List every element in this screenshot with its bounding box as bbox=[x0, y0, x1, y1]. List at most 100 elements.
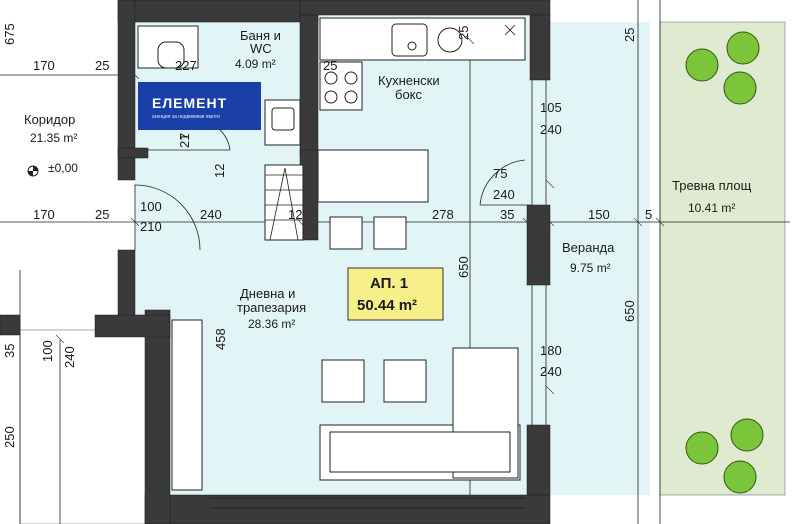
kitchen-name-2: бокс bbox=[395, 87, 423, 102]
wall-right-low bbox=[526, 424, 551, 496]
dining-chair-2 bbox=[383, 359, 427, 403]
tv-unit bbox=[171, 319, 203, 491]
washbasin bbox=[271, 107, 295, 131]
dim-150: 150 bbox=[588, 207, 610, 222]
dim-35-mid: 35 bbox=[500, 207, 514, 222]
tree-6 bbox=[723, 460, 757, 494]
living-furniture bbox=[171, 319, 521, 491]
wall-corridor-left bbox=[0, 314, 21, 336]
hob-3 bbox=[324, 90, 338, 104]
living-name-2: трапезария bbox=[237, 300, 306, 315]
living-name-1: Дневна и bbox=[240, 286, 295, 301]
windows bbox=[210, 80, 547, 509]
dim-170-mid: 170 bbox=[33, 207, 55, 222]
dimension-ticks bbox=[55, 35, 665, 395]
dim-25-dish: 25 bbox=[456, 26, 471, 40]
logo-name: ЕЛЕМЕНТ bbox=[152, 95, 227, 111]
sofa-seat bbox=[329, 431, 511, 473]
veranda-area: 9.75 m² bbox=[570, 261, 611, 275]
wall-kitchen-right bbox=[529, 14, 551, 81]
wall-left-bottom bbox=[144, 309, 171, 524]
bar-stool-2 bbox=[373, 216, 407, 250]
wall-left-upper bbox=[117, 0, 136, 181]
logo-tagline: агенция за недвижими имоти bbox=[152, 114, 220, 120]
bar-stool-1 bbox=[329, 216, 363, 250]
tree-4 bbox=[685, 431, 719, 465]
dim-21: 21 bbox=[177, 134, 192, 148]
company-logo: ЕЛЕМЕНТ агенция за недвижими имоти bbox=[138, 82, 261, 130]
dim-210: 210 bbox=[140, 219, 162, 234]
dim-240-mid: 240 bbox=[200, 207, 222, 222]
dim-240-window: 240 bbox=[540, 122, 562, 137]
door-veranda bbox=[479, 159, 530, 206]
tree-3 bbox=[723, 71, 757, 105]
dim-170-top: 170 bbox=[33, 58, 55, 73]
dim-240-left: 240 bbox=[62, 346, 77, 368]
kitchen-fixtures bbox=[317, 17, 526, 250]
wall-bath-bottom bbox=[117, 147, 149, 159]
dim-180: 180 bbox=[540, 343, 562, 358]
wall-top-bath bbox=[117, 0, 319, 23]
dim-240-lower: 240 bbox=[540, 364, 562, 379]
apartment-label: АП. 1 50.44 m² bbox=[347, 267, 444, 321]
tree-5 bbox=[730, 418, 764, 452]
staircase bbox=[264, 164, 304, 241]
apartment-label-box bbox=[347, 267, 444, 321]
wall-right-mid bbox=[526, 204, 551, 286]
dimension-labels: 675 170 25 227 25 25 25 105 240 75 240 7… bbox=[2, 23, 652, 448]
living-area: 28.36 m² bbox=[248, 317, 295, 331]
apartment-area: 50.44 m² bbox=[357, 297, 417, 314]
hob-2 bbox=[344, 71, 358, 85]
corridor-level: ±0,00 bbox=[48, 161, 78, 175]
dim-650-living: 650 bbox=[456, 256, 471, 278]
hob-4 bbox=[344, 90, 358, 104]
sink-drain bbox=[407, 41, 417, 51]
dim-105: 105 bbox=[540, 100, 562, 115]
dim-75: 75 bbox=[493, 166, 507, 181]
toilet bbox=[157, 41, 185, 69]
dim-250: 250 bbox=[2, 426, 17, 448]
lawn-area bbox=[659, 21, 786, 496]
bathroom-fixtures bbox=[137, 25, 301, 151]
wall-corridor-top bbox=[94, 314, 171, 338]
corridor-bottom-floor bbox=[19, 329, 156, 524]
dim-650-veranda: 650 bbox=[622, 300, 637, 322]
tree-1 bbox=[685, 48, 719, 82]
kitchen-island bbox=[317, 149, 429, 203]
dining-chair-1 bbox=[321, 359, 365, 403]
hob-1 bbox=[324, 71, 338, 85]
wall-top-kitchen bbox=[299, 0, 551, 16]
door-entrance bbox=[134, 184, 201, 251]
dim-458: 458 bbox=[213, 328, 228, 350]
veranda-name: Веранда bbox=[562, 240, 615, 255]
dim-5: 5 bbox=[645, 207, 652, 222]
dim-100-lower: 100 bbox=[40, 340, 55, 362]
dim-240-door: 240 bbox=[493, 187, 515, 202]
bathroom-area: 4.09 m² bbox=[235, 57, 276, 71]
bathroom-name-2: WC bbox=[250, 41, 272, 56]
dim-25-top: 25 bbox=[95, 58, 109, 73]
room-labels: Баня и WC 4.09 m² Кухненски бокс Коридор… bbox=[24, 28, 752, 331]
dishwasher-dial bbox=[437, 27, 463, 53]
tree-2 bbox=[726, 31, 760, 65]
level-marker-fill bbox=[28, 166, 38, 176]
dim-675: 675 bbox=[2, 23, 17, 45]
corridor-name: Коридор bbox=[24, 112, 75, 127]
dim-7: 7 bbox=[177, 133, 192, 140]
apartment-title: АП. 1 bbox=[370, 275, 408, 292]
sink bbox=[391, 23, 428, 57]
dim-12-stairs: 12 bbox=[212, 164, 227, 178]
dim-25-mid: 25 bbox=[95, 207, 109, 222]
wall-bottom bbox=[144, 494, 551, 524]
dim-100-entry: 100 bbox=[140, 199, 162, 214]
wall-bath-kitchen bbox=[299, 14, 319, 156]
bathroom-name-1: Баня и bbox=[240, 28, 281, 43]
trees bbox=[685, 31, 764, 494]
corridor-area: 21.35 m² bbox=[30, 131, 77, 145]
lawn-area-label: 10.41 m² bbox=[688, 201, 735, 215]
stairs bbox=[264, 164, 304, 241]
kitchen-name-1: Кухненски bbox=[378, 73, 440, 88]
dim-227: 227 bbox=[175, 58, 197, 73]
dim-25-kitchen: 25 bbox=[323, 58, 337, 73]
